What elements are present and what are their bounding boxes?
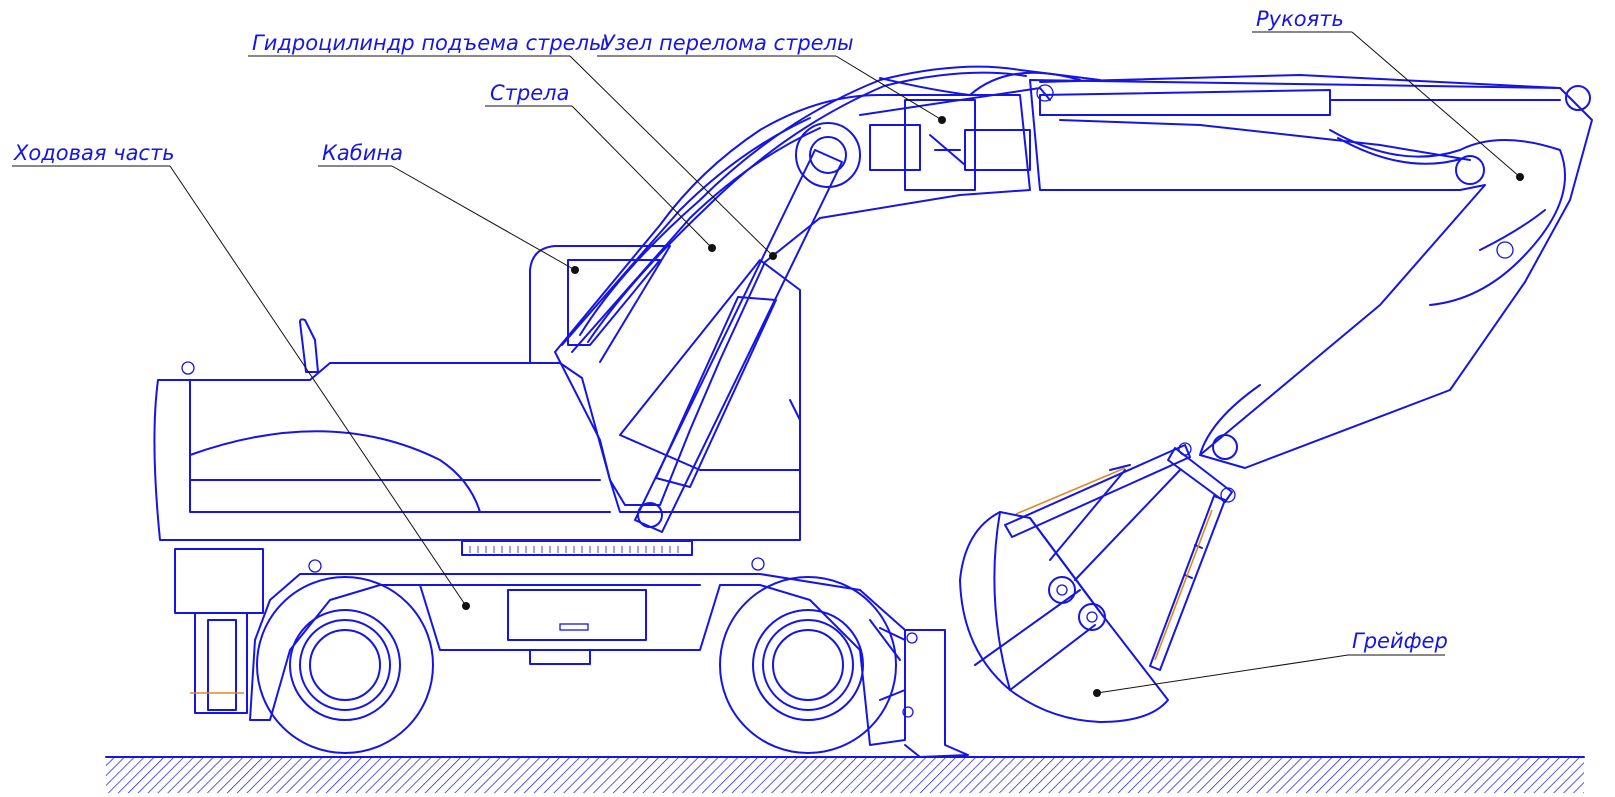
label-boom: Стрела [490, 81, 569, 105]
callout-boom-joint: Узел перелома стрелы [597, 31, 946, 124]
hydraulic-hoses [579, 65, 1566, 456]
label-stick: Рукоять [1256, 7, 1344, 31]
stick [1029, 74, 1593, 469]
rear-wheel [256, 576, 434, 754]
boom-joint [859, 87, 1051, 191]
grab-cylinders [1004, 442, 1236, 671]
grab-bucket [959, 469, 1181, 723]
label-grab: Грейфер [1352, 629, 1448, 653]
undercarriage-body [174, 548, 969, 758]
label-boom-cylinder: Гидроцилиндр подъема стрелы [252, 31, 606, 55]
ground [105, 756, 1585, 793]
boom-lift-cylinder [634, 122, 861, 533]
cab [529, 245, 671, 364]
label-undercarriage: Ходовая часть [13, 141, 175, 165]
front-wheel [719, 576, 897, 754]
upper-structure [153, 318, 801, 556]
label-cab: Кабина [322, 141, 403, 165]
callout-boom: Стрела [485, 81, 716, 252]
label-boom-joint: Узел перелома стрелы [602, 31, 854, 55]
callout-boom-cylinder: Гидроцилиндр подъема стрелы [248, 31, 777, 260]
callout-stick: Рукоять [1252, 7, 1524, 181]
callout-undercarriage: Ходовая часть [12, 141, 470, 610]
callout-cab: Кабина [318, 141, 579, 274]
callout-grab: Грейфер [1093, 629, 1448, 697]
